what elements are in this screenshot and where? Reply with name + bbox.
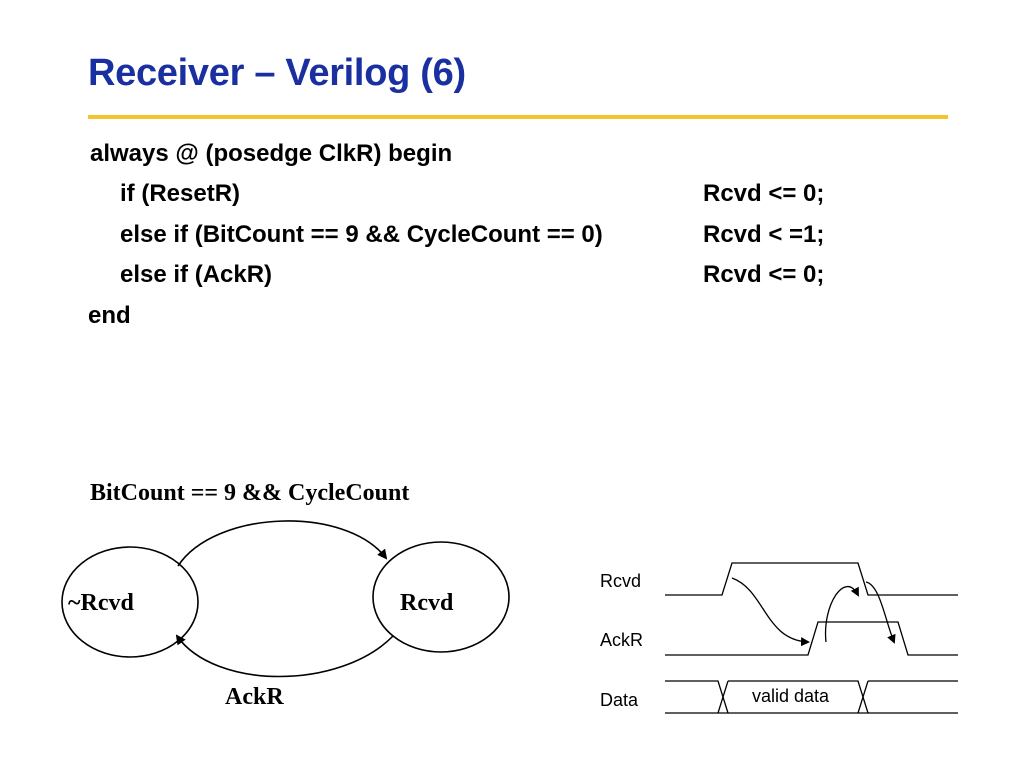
signal-label-data: Data bbox=[600, 690, 639, 710]
state-label-rcvd: Rcvd bbox=[400, 590, 454, 616]
slide-title: Receiver – Verilog (6) bbox=[88, 52, 466, 94]
state-label-not-rcvd: ~Rcvd bbox=[68, 590, 134, 616]
transition-label-top: BitCount == 9 && CycleCount bbox=[90, 480, 410, 506]
causal-arrow-rcvd-to-ackr bbox=[731, 577, 810, 647]
state-circle-rcvd bbox=[372, 541, 510, 653]
code-line-if-stmt: Rcvd <= 0; bbox=[703, 180, 825, 207]
code-line-elseif1-cond: else if (BitCount == 9 && CycleCount == … bbox=[120, 221, 603, 248]
valid-data-label: valid data bbox=[752, 686, 830, 706]
code-line-always: always @ (posedge ClkR) begin bbox=[90, 140, 453, 167]
code-line-elseif2-stmt: Rcvd <= 0; bbox=[703, 261, 825, 288]
code-line-elseif2-cond: else if (AckR) bbox=[120, 261, 273, 288]
transition-label-bottom: AckR bbox=[225, 684, 284, 710]
transition-arrow-bottom bbox=[175, 634, 394, 678]
signal-label-ackr: AckR bbox=[600, 630, 644, 650]
signal-label-rcvd: Rcvd bbox=[600, 571, 642, 591]
waveform-data bbox=[665, 680, 958, 714]
code-line-end: end bbox=[88, 302, 131, 329]
code-line-elseif1-stmt: Rcvd < =1; bbox=[703, 221, 825, 248]
state-circle-not-rcvd bbox=[61, 546, 199, 658]
causal-arrow-ackr-to-rcvd bbox=[824, 586, 859, 643]
title-underline bbox=[88, 115, 948, 119]
code-line-if-cond: if (ResetR) bbox=[120, 180, 241, 207]
causal-arrow-rcvd-to-ackr-fall bbox=[865, 581, 896, 644]
waveform-rcvd bbox=[665, 562, 958, 596]
transition-arrow-top bbox=[177, 520, 388, 567]
waveform-ackr bbox=[665, 621, 958, 656]
